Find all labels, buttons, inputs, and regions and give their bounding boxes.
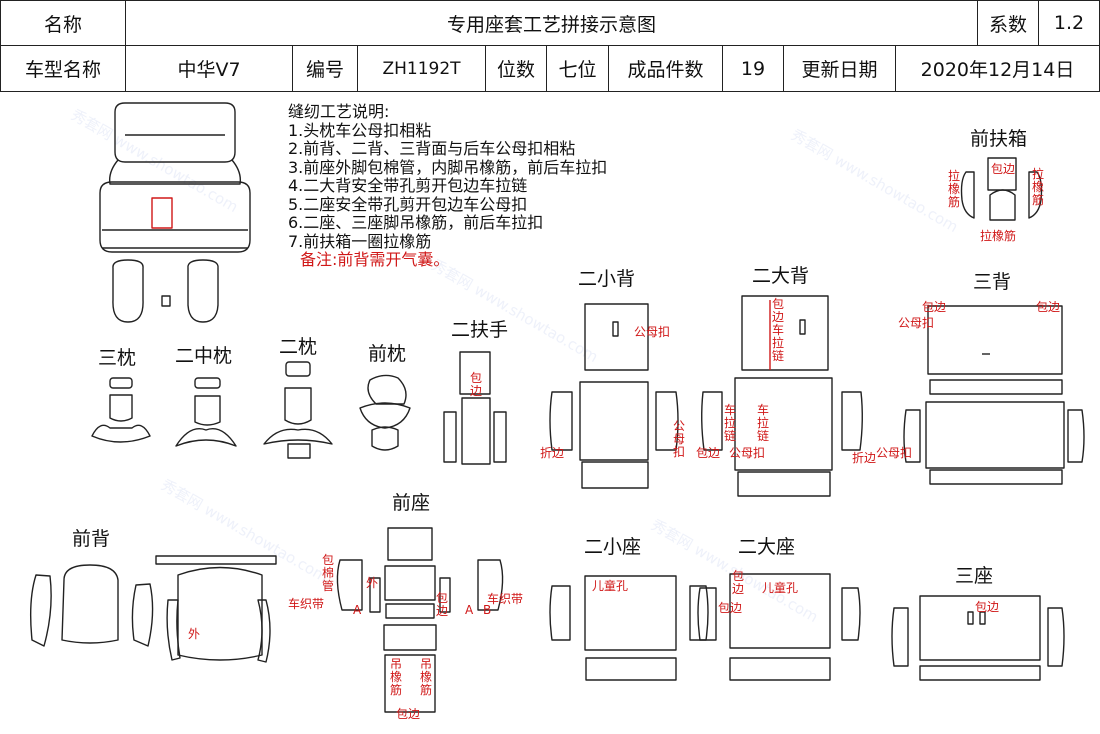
section-front-headrest: 前枕 — [368, 343, 407, 365]
section-second-large-seat: 二大座 — [738, 536, 796, 558]
note-item: 4.二大背安全带孔剪开包边车拉链 — [288, 176, 528, 195]
note-item: 3.前座外脚包棉管，内脚吊橡筋，前后车拉扣 — [288, 157, 608, 177]
annotation-outer-front-seat: 外 — [366, 576, 379, 590]
second-small-back-pattern — [549, 303, 679, 489]
note-item: 2.前背、二背、三背面与后车公母扣相粘 — [288, 139, 576, 158]
section-third-seat: 三座 — [955, 565, 994, 587]
annotation-snap-large-back-right: 公母扣 — [876, 446, 913, 460]
header-table: 名称 专用座套工艺拼接示意图 系数 1.2 车型名称 中华V7 编号 ZH119… — [0, 0, 1100, 92]
second-large-seat-pattern — [697, 573, 861, 681]
pieces-value: 19 — [722, 45, 784, 92]
annotation-fold-edge-large-back: 折边 — [852, 451, 877, 465]
annotation-bind-edge-large-seat-left: 包边 — [718, 601, 743, 615]
section-front-armrest-box: 前扶箱 — [970, 128, 1028, 150]
section-second-small-seat: 二小座 — [584, 536, 642, 558]
note-item: 5.二座安全带孔剪开包边车公母扣 — [288, 194, 528, 214]
annotation-child-hole-small-seat: 儿童孔 — [592, 579, 629, 593]
coef-label: 系数 — [977, 0, 1039, 46]
section-front-seat: 前座 — [392, 492, 431, 514]
third-headrest-pattern — [91, 377, 151, 443]
third-seat-pattern — [891, 595, 1065, 681]
annotation-bind-edge-large-seat: 包边 — [732, 569, 745, 596]
annotation-bind-edge-third-back-right: 包边 — [1036, 300, 1061, 314]
annotation-pull-elastic-right: 拉橡筋 — [1032, 167, 1045, 207]
third-back-pattern — [903, 305, 1085, 485]
section-second-middle-headrest: 二中枕 — [175, 345, 233, 367]
annotation-child-hole-large-seat: 儿童孔 — [762, 581, 799, 595]
model-label: 车型名称 — [0, 45, 126, 92]
notes-title: 缝纫工艺说明: — [288, 102, 390, 121]
second-large-back-pattern — [701, 295, 863, 497]
seats-value: 七位 — [546, 45, 609, 92]
pieces-label: 成品件数 — [608, 45, 723, 92]
front-back-pattern — [29, 555, 277, 663]
annotation-bind-edge-third-back-left: 包边 — [922, 300, 947, 314]
code-value: ZH1192T — [357, 45, 486, 92]
annotation-outer-front-back: 外 — [188, 627, 201, 641]
notes-remark: 备注:前背需开气囊。 — [300, 250, 450, 269]
annotation-a-right: A — [465, 603, 474, 617]
annotation-pull-elastic-left: 拉橡筋 — [948, 169, 961, 209]
section-front-back: 前背 — [72, 528, 111, 550]
section-second-headrest: 二枕 — [279, 336, 318, 358]
second-headrest-pattern — [263, 361, 333, 459]
annotation-fold-edge-small-back: 折边 — [540, 446, 565, 460]
section-third-back: 三背 — [973, 271, 1012, 293]
annotation-car-webbing-left: 车织带 — [288, 597, 325, 611]
section-third-headrest: 三枕 — [98, 347, 137, 369]
annotation-snap-large-back: 公母扣 — [729, 446, 766, 460]
annotation-pull-elastic-bottom: 拉橡筋 — [980, 229, 1017, 243]
sewing-notes: 缝纫工艺说明: 1.头枕车公母扣相粘 2.前背、二背、三背面与后车公母扣相粘 3… — [288, 102, 608, 270]
section-second-small-back: 二小背 — [578, 268, 636, 290]
annotation-bind-edge-large-back-left: 包边 — [696, 446, 721, 460]
annotation-bind-edge-front-seat: 包边 — [436, 591, 449, 618]
annotation-bind-edge-large-back: 包边 — [772, 297, 785, 324]
annotation-a-left: A — [353, 603, 362, 617]
name-label: 名称 — [0, 0, 126, 46]
annotation-snap-small-back-side: 公母扣 — [673, 419, 686, 459]
seat-overview-illustration — [99, 102, 251, 323]
note-item: 6.二座、三座脚吊橡筋，前后车拉扣 — [288, 213, 544, 232]
annotation-car-pull-right: 车拉链 — [757, 403, 770, 443]
front-headrest-pattern — [359, 374, 411, 451]
annotation-snap-third-back: 公母扣 — [898, 316, 935, 330]
date-value: 2020年12月14日 — [895, 45, 1100, 92]
annotation-snap-small-back: 公母扣 — [634, 325, 671, 339]
second-armrest-pattern — [443, 351, 507, 465]
annotation-b-right: B — [483, 603, 492, 617]
code-label: 编号 — [292, 45, 358, 92]
seats-label: 位数 — [485, 45, 547, 92]
section-second-large-back: 二大背 — [752, 265, 810, 287]
annotation-cotton-tube: 包棉管 — [322, 553, 335, 593]
annotation-hang-elastic-left: 吊橡筋 — [390, 657, 403, 697]
annotation-car-webbing-right: 车织带 — [487, 592, 524, 606]
note-item: 7.前扶箱一圈拉橡筋 — [288, 231, 432, 251]
second-small-seat-pattern — [549, 575, 709, 681]
second-middle-headrest-pattern — [175, 377, 237, 447]
annotation-hang-elastic-right: 吊橡筋 — [420, 657, 433, 697]
model-value: 中华V7 — [125, 45, 293, 92]
annotation-car-pull-left: 车拉链 — [724, 403, 737, 443]
section-second-armrest: 二扶手 — [451, 319, 509, 341]
front-armrest-box-pattern — [960, 157, 1043, 221]
annotation-bind-edge-front-seat-bottom: 包边 — [396, 707, 421, 721]
note-item: 1.头枕车公母扣相粘 — [288, 120, 432, 140]
annotation-bind-edge-box: 包边 — [991, 162, 1016, 176]
front-seat-pattern — [336, 527, 504, 713]
date-label: 更新日期 — [783, 45, 896, 92]
annotation-bind-edge-armrest: 包边 — [470, 371, 483, 398]
annotation-zipper-large-back: 车拉链 — [772, 323, 785, 363]
annotation-bind-edge-third-seat: 包边 — [975, 600, 1000, 614]
